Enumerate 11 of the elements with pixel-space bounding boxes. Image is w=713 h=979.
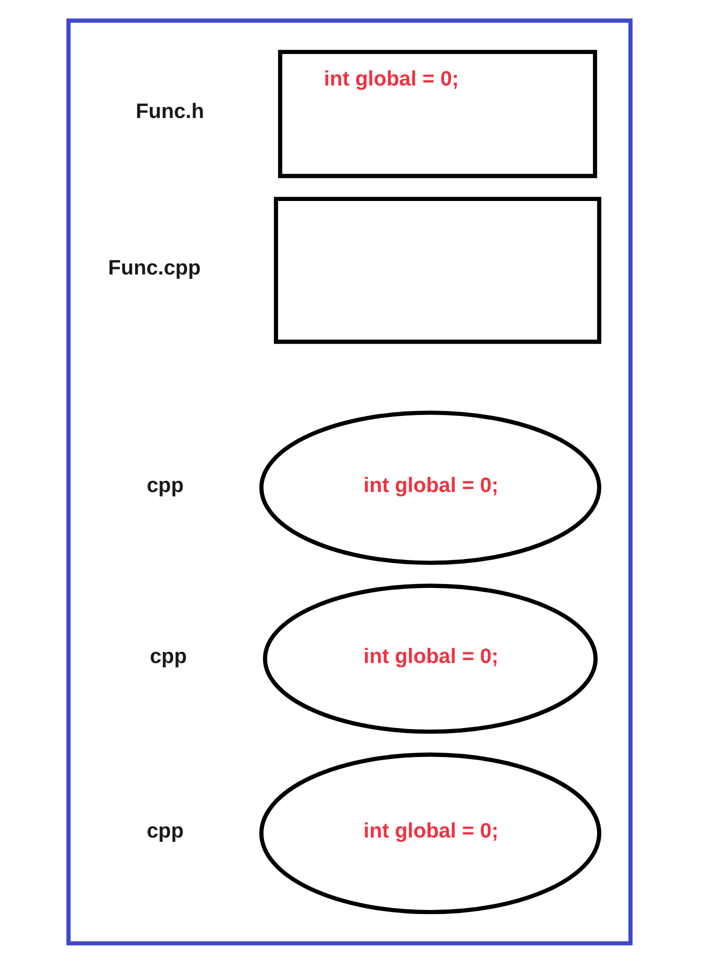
node-box: int global = 0; <box>278 50 597 178</box>
node-label: Func.cpp <box>108 256 200 280</box>
node-label: cpp <box>146 474 184 497</box>
node-label: cpp <box>146 820 184 843</box>
node-ellipse: int global = 0; <box>262 584 598 734</box>
node-ellipse: int global = 0; <box>258 410 601 565</box>
node-label: Func.h <box>135 100 204 124</box>
node-box <box>273 196 601 344</box>
node-label: cpp <box>149 644 186 668</box>
cluster <box>66 18 632 946</box>
node-ellipse: int global = 0; <box>258 752 601 914</box>
